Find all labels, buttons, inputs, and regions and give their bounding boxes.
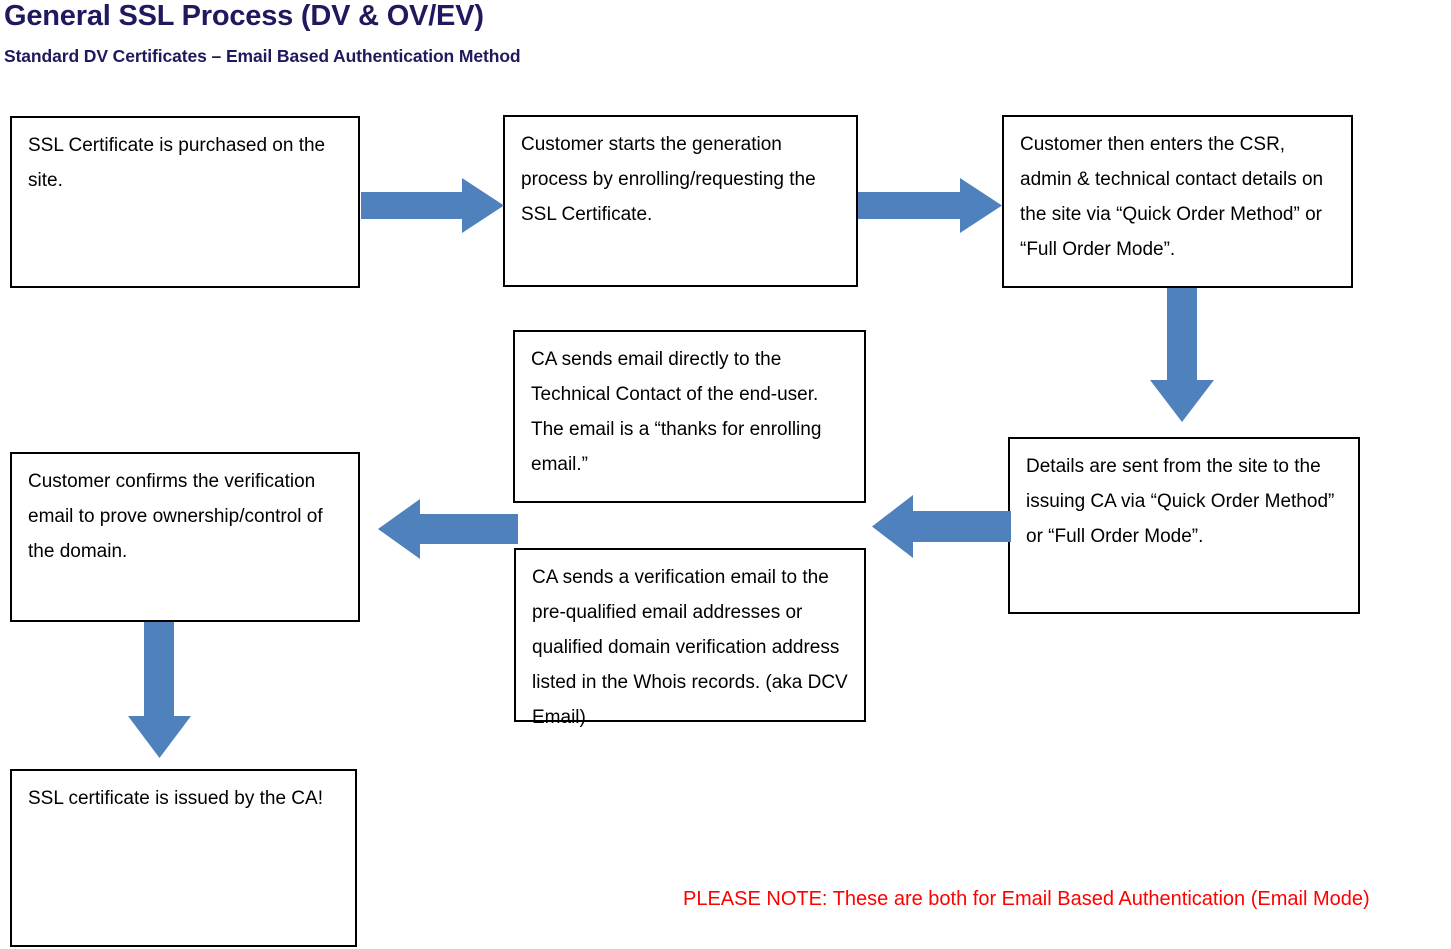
process-box-purchase-text: SSL Certificate is purchased on the site… <box>28 135 326 191</box>
arrow-left-ca-emails-to-customer-confirms <box>378 499 518 559</box>
process-box-issued: SSL certificate is issued by the CA! <box>10 769 357 947</box>
arrow-right-enroll-to-csr <box>858 178 1002 233</box>
arrow-down-csr-to-details-sent <box>1150 288 1214 422</box>
process-box-ca-thanks-email: CA sends email directly to the Technical… <box>513 330 866 503</box>
process-box-details-sent-text: Details are sent from the site to the is… <box>1026 456 1335 547</box>
page-title: General SSL Process (DV & OV/EV) <box>4 0 484 32</box>
process-box-enroll-text: Customer starts the generation process b… <box>521 134 816 225</box>
process-box-customer-confirms: Customer confirms the verification email… <box>10 452 360 622</box>
arrow-right-purchase-to-enroll <box>361 178 504 233</box>
page-subtitle: Standard DV Certificates – Email Based A… <box>4 46 521 66</box>
arrow-left-details-sent-to-ca-emails <box>872 495 1011 558</box>
process-box-ca-thanks-email-text: CA sends email directly to the Technical… <box>531 349 822 475</box>
arrow-down-customer-confirms-to-issued <box>128 622 191 758</box>
footnote-email-mode: PLEASE NOTE: These are both for Email Ba… <box>683 888 1370 910</box>
process-box-purchase: SSL Certificate is purchased on the site… <box>10 116 360 288</box>
process-box-csr: Customer then enters the CSR, admin & te… <box>1002 115 1353 288</box>
process-box-customer-confirms-text: Customer confirms the verification email… <box>28 471 323 562</box>
process-box-csr-text: Customer then enters the CSR, admin & te… <box>1020 134 1324 260</box>
process-box-ca-verification-email: CA sends a verification email to the pre… <box>514 548 866 728</box>
process-box-details-sent: Details are sent from the site to the is… <box>1008 437 1360 614</box>
process-box-ca-verification-email-text: CA sends a verification email to the pre… <box>532 567 848 728</box>
process-box-enroll: Customer starts the generation process b… <box>503 115 858 287</box>
process-box-issued-text: SSL certificate is issued by the CA! <box>28 788 323 809</box>
